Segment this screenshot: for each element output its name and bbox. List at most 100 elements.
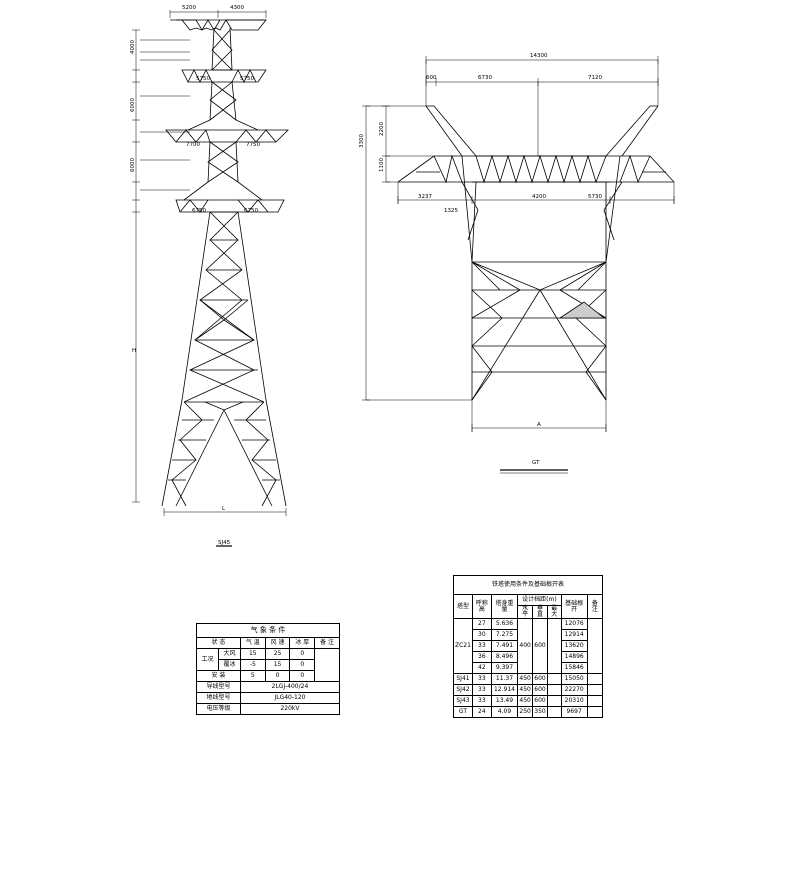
weather-header-wind: 风 速 [264,637,291,649]
weather-row-temp: 5 [239,670,266,682]
tower-weight: 7.491 [490,640,519,652]
left-tower-dimensions [132,10,287,547]
tower-note [586,695,604,707]
tower-vertical: 600 [532,618,548,674]
tower-header-type: 塔型 [453,594,473,619]
weather-header-state: 状 态 [196,637,241,649]
tower-vertical: 350 [532,706,548,718]
tower-horizontal: 450 [517,673,534,685]
left-caption: SJ45 [218,540,231,546]
right-base-label: A [537,422,541,428]
tower-header-weight: 塔身重量 [490,594,519,619]
tower-header-span: 设计档距(m) [517,594,562,606]
left-top-dim-2: 4300 [230,5,244,11]
right-small-dim: 1325 [444,208,458,214]
weather-header-temp: 气 温 [239,637,266,649]
voltage-value: 220kV [239,703,341,715]
tower-height: 33 [471,673,492,685]
left-tower [161,19,289,507]
tower-table-title: 铁塔使用条件及基础根开表 [453,575,603,595]
left-arm2-left: 7700 [186,142,200,148]
weather-row-label: 安 装 [196,670,241,682]
left-vert-dim-1: 4000 [130,40,136,54]
tower-root: 20310 [560,695,588,707]
tower-weight: 7.275 [490,629,519,641]
tower-height: 33 [471,640,492,652]
conductor-label: 导线型号 [196,681,241,693]
tower-root: 14896 [560,651,588,663]
tower-vertical: 600 [532,673,548,685]
tower-weight: 13.49 [490,695,519,707]
left-arm3-right: 6750 [244,208,258,214]
tower-note [586,684,604,696]
tower-root: 22270 [560,684,588,696]
right-vert-dim-2: 2200 [379,122,385,136]
tower-note [586,706,604,718]
tower-weight: 12.914 [490,684,519,696]
tower-horizontal: 450 [517,684,534,696]
tower-header-root: 基础根开 [560,594,588,619]
weather-row-ice: 0 [289,648,316,660]
tower-weight: 5.636 [490,618,519,630]
tower-header-vertical: 垂直 [532,605,548,619]
left-height-label: H [132,348,136,354]
tower-height: 36 [471,651,492,663]
right-caption: GT [532,460,540,466]
weather-row-ice: 0 [289,659,316,671]
tower-height: 33 [471,684,492,696]
tower-type: GT [453,706,473,718]
tower-vertical: 600 [532,684,548,696]
tower-header-max: 最大 [546,605,562,619]
right-lower-dim-3: 5730 [588,194,602,200]
right-tower-dimensions [362,56,675,474]
tower-note [586,673,604,685]
right-vert-dim-3: 1100 [379,158,385,172]
tower-weight: 8.496 [490,651,519,663]
tower-header-horizontal: 水平 [517,605,534,619]
tower-vertical: 600 [532,695,548,707]
weather-row-ice: 0 [289,670,316,682]
right-lower-dim-1: 3237 [418,194,432,200]
tower-max [546,706,562,718]
right-vert-dim-1: 3300 [359,134,365,148]
weather-header-ice: 冰 厚 [289,637,316,649]
tower-horizontal: 400 [517,618,534,674]
conductor-value: 2LGJ-400/24 [239,681,341,693]
tower-max [546,673,562,685]
right-total-width: 14300 [530,53,548,59]
weather-table: 气 象 条 件 状 态 气 温 风 速 冰 厚 备 注 工况 大风 15 25 … [196,623,341,715]
weather-row-temp: 15 [239,648,266,660]
left-arm1-left: 5750 [196,76,210,82]
weather-header-note: 备 注 [314,637,340,649]
weather-row-temp: -5 [239,659,266,671]
weather-row-label: 大风 [217,648,241,660]
tower-max [546,618,562,674]
tower-max [546,684,562,696]
tower-horizontal: 250 [517,706,534,718]
tower-type: SJ41 [453,673,473,685]
right-top-dim-3: 7120 [588,75,602,81]
weather-row-wind: 25 [264,648,291,660]
tower-height: 30 [471,629,492,641]
ground-wire-label: 地线型号 [196,692,241,704]
right-top-dim-1: 600 [426,75,437,81]
tower-weight: 4.09 [490,706,519,718]
weather-table-title: 气 象 条 件 [196,623,340,638]
weather-row-wind: 0 [264,670,291,682]
weather-group-label: 工况 [196,648,219,671]
tower-height: 24 [471,706,492,718]
left-top-dim-1: 5200 [182,5,196,11]
weather-row-label: 覆冰 [217,659,241,671]
tower-horizontal: 450 [517,695,534,707]
left-arm3-left: 6750 [192,208,206,214]
tower-usage-table: 铁塔使用条件及基础根开表 塔型 呼称高 塔身重量 设计档距(m) 基础根开 备 … [453,575,604,718]
tower-root: 12914 [560,629,588,641]
tower-type: SJ42 [453,684,473,696]
tower-weight: 9.397 [490,662,519,674]
right-lower-dim-2: 4200 [532,194,546,200]
left-vert-dim-2: 6000 [130,98,136,112]
tower-root: 15050 [560,673,588,685]
tower-max [546,695,562,707]
tower-root: 13620 [560,640,588,652]
left-arm2-right: 7750 [246,142,260,148]
